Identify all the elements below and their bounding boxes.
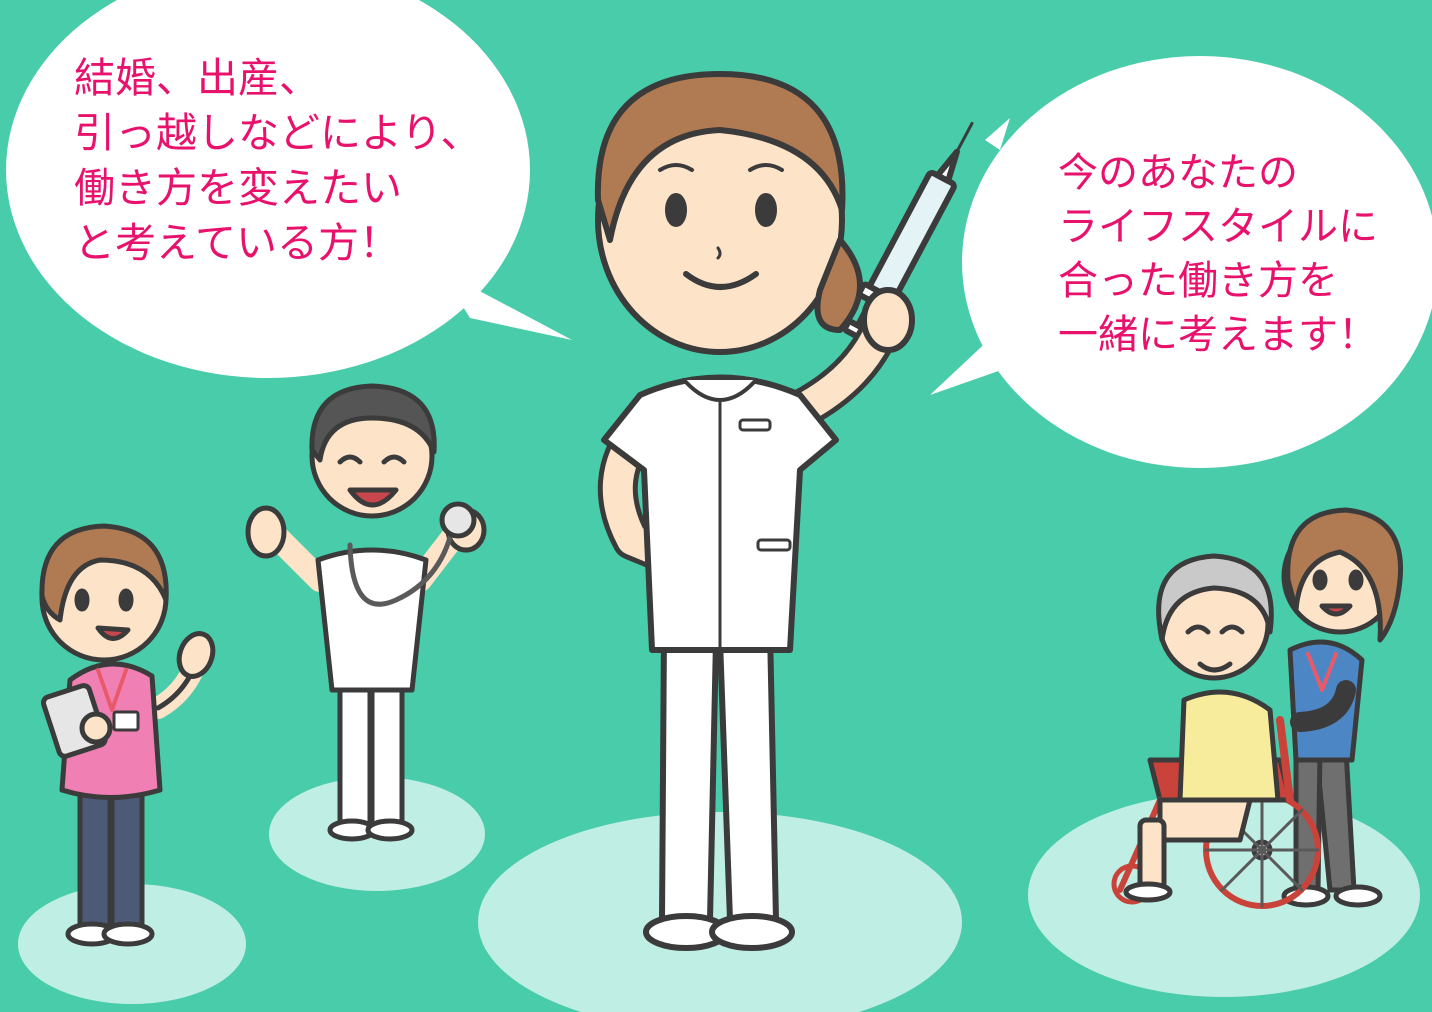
speech-text-left-line-3: 働き方を変えたい (74, 164, 402, 212)
floor-circle-center (478, 812, 962, 1012)
nurse-with-syringe (594, 71, 974, 951)
speech-text-left-line-2: 引っ越しなどにより、 (74, 109, 482, 157)
nurse-with-clipboard (39, 523, 216, 947)
speech-text-left-line-4: と考えている方！ (74, 219, 400, 267)
caregiver-with-wheelchair (1111, 507, 1404, 909)
speech-text-right-line-3: 合った働き方を (1058, 258, 1338, 304)
speech-text-right: 今のあなたの ライフスタイルに 合った働き方を 一緒に考えます！ (1058, 146, 1378, 362)
speech-text-right-line-2: ライフスタイルに (1058, 204, 1378, 250)
speech-text-right-line-1: 今のあなたの (1058, 150, 1298, 196)
doctor-with-stethoscope (245, 383, 487, 842)
speech-text-left: 結婚、出産、 引っ越しなどにより、 働き方を変えたい と考えている方！ (74, 51, 482, 271)
speech-bubble-right (930, 56, 1432, 468)
floor-circles (18, 777, 1420, 1012)
speech-text-right-line-4: 一緒に考えます！ (1058, 312, 1378, 358)
speech-text-left-line-1: 結婚、出産、 (74, 54, 320, 102)
speech-bubble-left (6, 0, 572, 378)
